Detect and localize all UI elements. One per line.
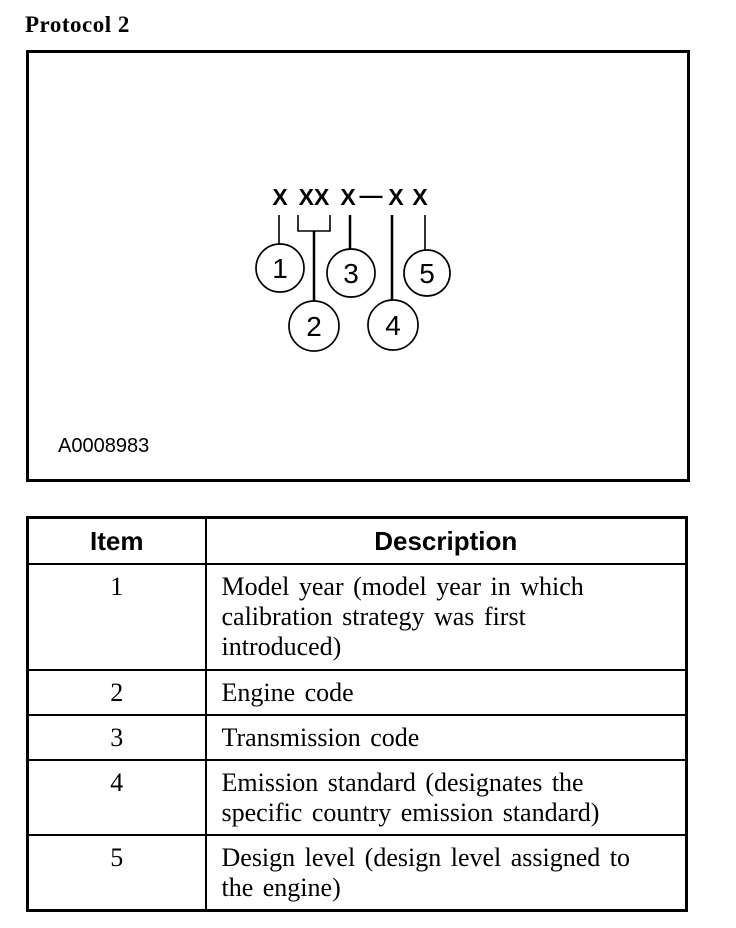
table-row: 2 Engine code: [26, 669, 688, 716]
item-description: Engine code: [204, 669, 688, 716]
code-char-4: X: [340, 184, 356, 210]
table-row: 4 Emission standard (designates the spec…: [26, 759, 688, 836]
item-number: 4: [26, 759, 207, 836]
table-row: 5 Design level (design level assigned to…: [26, 834, 688, 912]
table-row: 1 Model year (model year in which calibr…: [26, 563, 688, 671]
callout-number-3: 3: [343, 258, 359, 289]
item-description: Model year (model year in which calibrat…: [204, 563, 688, 671]
item-number: 1: [26, 563, 207, 671]
item-description: Design level (design level assigned to t…: [204, 834, 688, 912]
code-char-5: X: [388, 184, 404, 210]
callout-number-5: 5: [419, 258, 435, 289]
code-dash: —: [360, 182, 383, 208]
table-header-row: Item Description: [26, 516, 688, 565]
calibration-code-diagram: X XX X — X X 1 2 3 4 5 A00089: [58, 182, 451, 457]
item-number: 5: [26, 834, 207, 912]
item-description: Emission standard (designates the specif…: [204, 759, 688, 836]
callout-circle-1: [255, 243, 305, 293]
figure-code-label: A0008983: [58, 435, 149, 457]
leader-bracket-2: [297, 215, 331, 232]
callout-number-4: 4: [385, 310, 401, 341]
calibration-code-diagram-panel: X XX X — X X 1 2 3 4 5 A00089: [26, 50, 690, 482]
column-header-description: Description: [204, 516, 688, 565]
callout-circle-5: [403, 249, 451, 297]
page-title: Protocol 2: [25, 12, 130, 37]
code-char-2-3: XX: [299, 184, 330, 210]
callout-circle-2: [288, 300, 340, 352]
table-row: 3 Transmission code: [26, 714, 688, 761]
code-char-6: X: [412, 184, 428, 210]
item-description: Transmission code: [204, 714, 688, 761]
callout-number-2: 2: [306, 311, 322, 342]
item-number: 2: [26, 669, 207, 716]
callout-circle-3: [326, 248, 376, 298]
item-number: 3: [26, 714, 207, 761]
item-description-table: Item Description 1 Model year (model yea…: [26, 516, 688, 912]
callout-number-1: 1: [272, 253, 288, 284]
code-char-1: X: [272, 184, 288, 210]
callout-circle-4: [367, 299, 419, 351]
column-header-item: Item: [26, 516, 207, 565]
